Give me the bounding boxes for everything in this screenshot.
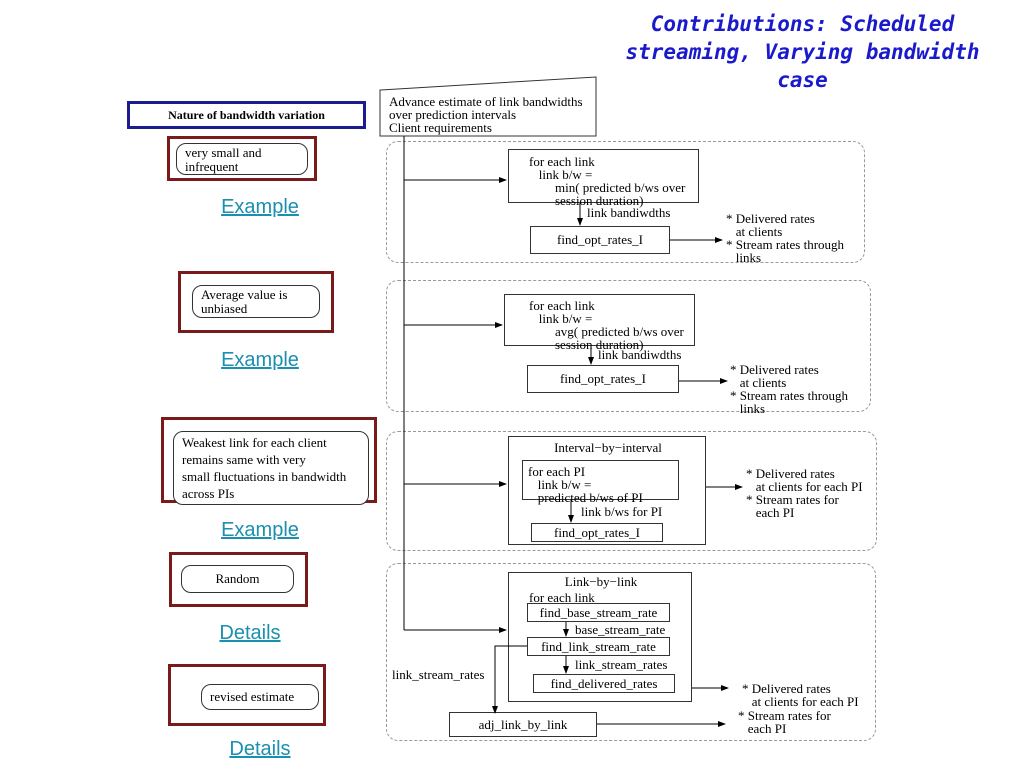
min-outputs: * Delivered rates at clients * Stream ra… <box>726 211 845 265</box>
avg-rule-box: for each link link b/w = avg( predicted … <box>504 294 695 351</box>
find-base-stream-rate: find_base_stream_rate <box>527 603 670 622</box>
details-link-2[interactable]: Details <box>229 738 291 760</box>
title-line-1: Contributions: Scheduled <box>650 12 955 36</box>
min-find-opt-rates: find_opt_rates_I <box>530 226 670 254</box>
bandwidth-variation-header: Nature of bandwidth variation <box>127 101 366 129</box>
find-link-stream-rate: find_link_stream_rate <box>527 637 670 656</box>
section-avg-container <box>386 280 871 412</box>
section-min-container <box>386 141 865 263</box>
interval-edge-label: link b/ws for PI <box>581 504 663 519</box>
side-link-stream-rates: link_stream_rates <box>392 667 485 682</box>
title-line-3: case <box>777 68 828 92</box>
case-label-3: Weakest link for each client remains sam… <box>173 431 369 505</box>
case-box-5: revised estimate <box>168 664 326 726</box>
interval-header: Interval−by−interval <box>554 440 662 455</box>
min-rule-box: for each link link b/w = min( predicted … <box>508 149 699 207</box>
avg-find-opt-rates: find_opt_rates_I <box>527 365 679 393</box>
case-label-2: Average value is unbiased <box>192 285 320 318</box>
link-outputs-2: * Stream rates for each PI <box>738 708 831 736</box>
min-edge-label: link bandiwdths <box>587 205 671 220</box>
case-label-1: very small and infrequent <box>176 143 308 175</box>
example-link-2[interactable]: Example <box>221 349 299 371</box>
avg-outputs: * Delivered rates at clients * Stream ra… <box>730 362 849 416</box>
case-box-3: Weakest link for each client remains sam… <box>161 417 377 505</box>
base-stream-rate-label: base_stream_rate <box>575 622 666 637</box>
case-box-2: Average value is unbiased <box>178 271 334 333</box>
find-delivered-rates: find_delivered_rates <box>533 674 675 693</box>
example-link-3[interactable]: Example <box>221 519 299 541</box>
case-box-1: very small and infrequent <box>167 136 317 181</box>
details-link-1[interactable]: Details <box>219 622 281 644</box>
section-link-container <box>386 563 876 741</box>
interval-rule-box: for each PI link b/w = predicted b/ws of… <box>522 460 679 504</box>
case-label-4: Random <box>181 565 294 593</box>
title-line-2: streaming, Varying bandwidth <box>625 40 980 64</box>
link-for-each: for each link <box>529 590 595 605</box>
link-outputs-1: * Delivered rates at clients for each PI <box>742 681 859 709</box>
example-link-1[interactable]: Example <box>221 196 299 218</box>
input-description: Advance estimate of link bandwidths over… <box>389 94 583 135</box>
link-header: Link−by−link <box>564 574 638 589</box>
section-interval-container <box>386 431 877 551</box>
case-box-4: Random <box>169 552 308 607</box>
avg-edge-label: link bandiwdths <box>598 347 682 362</box>
adj-link-by-link: adj_link_by_link <box>449 712 597 737</box>
interval-find-opt-rates: find_opt_rates_I <box>531 523 663 542</box>
case-label-5: revised estimate <box>201 684 319 710</box>
slide-title: Contributions: Scheduled streaming, Vary… <box>600 10 1005 94</box>
interval-outputs: * Delivered rates at clients for each PI… <box>746 466 863 520</box>
link-stream-rates-label: link_stream_rates <box>575 657 668 672</box>
